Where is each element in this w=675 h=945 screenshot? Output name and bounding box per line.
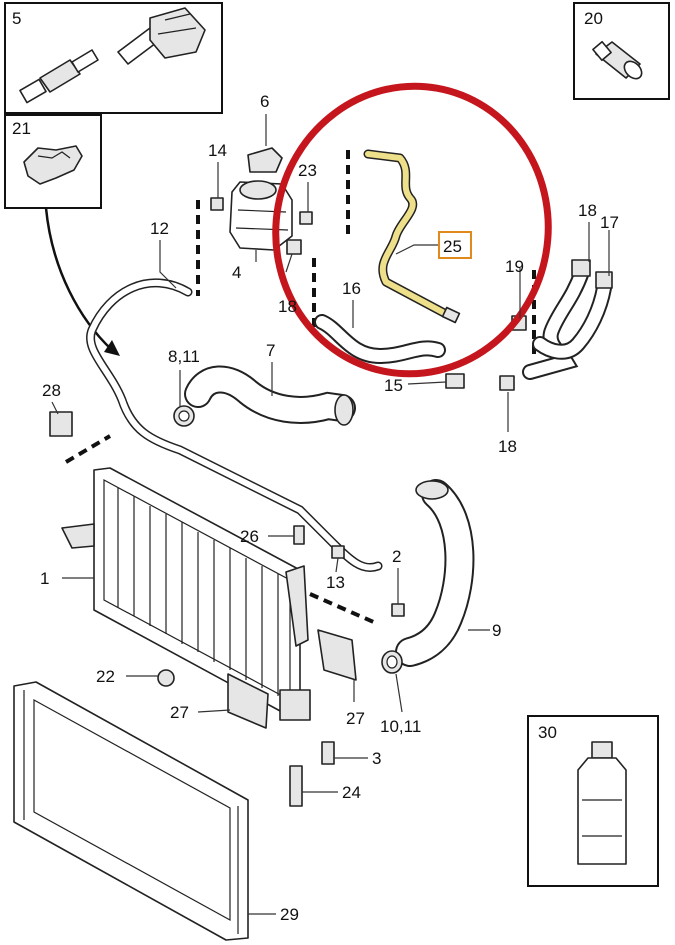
callout-12: 12: [150, 219, 169, 238]
callout-labels: 6 14 23 12 4 18 16 25 19 18 17 15 18 8,1…: [40, 92, 619, 924]
hose-assembly-17-18-19: [499, 259, 613, 391]
bolt-26: [293, 525, 305, 545]
callout-21: 21: [12, 119, 31, 138]
bolt-22: [157, 669, 175, 687]
cap-6: [247, 147, 283, 173]
callout-3: 3: [372, 749, 381, 768]
radiator-1: [61, 467, 405, 807]
callout-27-right: 27: [346, 709, 365, 728]
callout-24: 24: [342, 783, 361, 802]
callout-18-bottom: 18: [498, 437, 517, 456]
callout-17: 17: [600, 213, 619, 232]
connector-part: [19, 7, 206, 104]
callout-6: 6: [260, 92, 269, 111]
callout-7: 7: [266, 341, 275, 360]
callout-2: 2: [392, 547, 401, 566]
detail-box-30: 30: [527, 715, 659, 887]
drain-plug-24: [289, 765, 303, 807]
detail-box-20: 20: [573, 2, 670, 100]
clip-13: [331, 545, 345, 559]
fitting-18a: [286, 239, 302, 255]
callout-22: 22: [96, 667, 115, 686]
callout-29: 29: [280, 905, 299, 924]
callout-9: 9: [492, 621, 501, 640]
callout-14: 14: [208, 141, 227, 160]
frame-29: [13, 681, 249, 941]
clip-14: [210, 197, 224, 211]
callout-4: 4: [232, 263, 241, 282]
hose-25-highlighted: [363, 149, 461, 324]
callout-27-left: 27: [170, 703, 189, 722]
clip-28: [49, 411, 73, 437]
callout-5: 5: [12, 9, 21, 28]
bolt-3: [321, 741, 335, 765]
expansion-tank-group: [210, 147, 313, 255]
detail-box-5: 5: [4, 2, 223, 114]
callout-15: 15: [384, 376, 403, 395]
bracket-27b: [317, 629, 357, 681]
callout-26: 26: [240, 527, 259, 546]
hose-16: [314, 314, 446, 365]
callout-8-11: 8,11: [168, 347, 200, 366]
clip-21: [23, 145, 83, 185]
detail-box-21: 21: [4, 114, 102, 209]
callout-1: 1: [40, 569, 49, 588]
hose-7: [173, 365, 356, 427]
highlight-label-box-25: [438, 231, 472, 259]
callout-30: 30: [538, 723, 557, 742]
callout-16: 16: [342, 279, 361, 298]
clamp-15: [445, 373, 465, 389]
fitting-20: [592, 40, 643, 80]
callout-18-right: 18: [578, 201, 597, 220]
highlight-circle: [272, 82, 552, 378]
leader-lines: [51, 114, 610, 915]
callout-28: 28: [42, 381, 61, 400]
clamp-18c: [499, 375, 515, 391]
callout-13: 13: [326, 573, 345, 592]
clamp-17: [595, 271, 613, 289]
clamp-18b: [571, 259, 591, 277]
callout-20: 20: [584, 9, 603, 28]
callout-18-left: 18: [278, 297, 297, 316]
hose-9: [381, 479, 475, 674]
hose-12: [86, 278, 383, 572]
callout-25: 25: [443, 237, 462, 256]
radiator-fins: [117, 488, 279, 696]
pointer-arrow-21: [44, 207, 120, 356]
bolt-2: [391, 603, 405, 617]
coolant-bottle: [577, 741, 627, 865]
clip-23: [299, 211, 313, 225]
bracket-27a: [227, 673, 269, 729]
callout-19: 19: [505, 257, 524, 276]
callout-10-11: 10,11: [380, 717, 421, 736]
callout-23: 23: [298, 161, 317, 180]
